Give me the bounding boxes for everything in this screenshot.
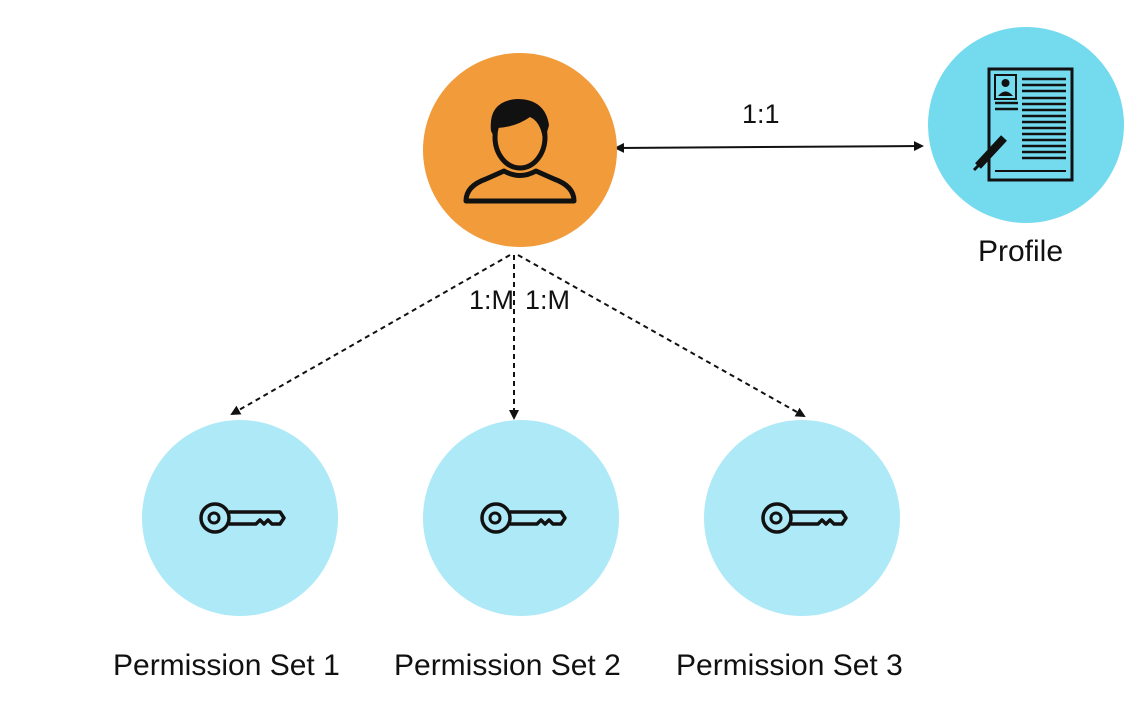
permission-set-2-node[interactable] — [423, 420, 619, 616]
permission-set-1-node[interactable] — [142, 420, 338, 616]
key-icon — [761, 502, 848, 534]
permission-set-2-label: Permission Set 2 — [394, 649, 621, 682]
permission-set-3-circle — [704, 420, 900, 616]
permission-set-1-label: Permission Set 1 — [113, 649, 340, 682]
key-icon — [480, 502, 567, 534]
permission-set-2-circle — [423, 420, 619, 616]
user-permission-set-3-connector — [517, 254, 806, 417]
user-circle — [423, 53, 617, 247]
profile-circle — [928, 27, 1124, 223]
profile-label: Profile — [978, 235, 1064, 268]
permission-set-1-circle — [142, 420, 338, 616]
user-hair — [490, 99, 549, 141]
user-node[interactable] — [423, 53, 617, 247]
profile-document-icon — [987, 67, 1074, 182]
user-permission-set-1-connector — [230, 254, 511, 415]
permission-set-3-node[interactable] — [704, 420, 900, 616]
user-profile-connector — [614, 141, 924, 153]
user-permission-relationship-label-right: 1:M — [525, 285, 571, 315]
key-icon — [199, 502, 286, 534]
profile-node[interactable] — [928, 27, 1124, 223]
permission-set-3-label: Permission Set 3 — [676, 649, 903, 682]
pencil-icon — [972, 135, 1007, 172]
user-profile-relationship-label: 1:1 — [742, 99, 780, 129]
user-permission-relationship-label-left: 1:M — [469, 285, 515, 315]
